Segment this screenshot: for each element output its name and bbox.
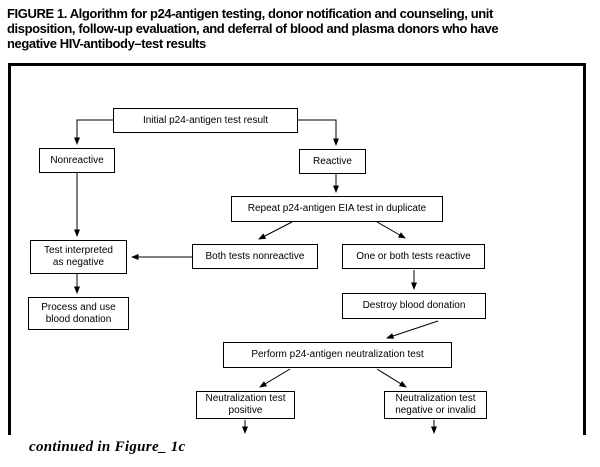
edge-perform-to-positive [259, 368, 291, 388]
edge-repeat-to-both-nonreactive [258, 221, 293, 240]
node-one-or-both-tests-reactive: One or both tests reactive [342, 244, 485, 269]
node-reactive: Reactive [299, 149, 366, 174]
continued-note: continued in Figure_ 1c [29, 439, 186, 455]
edge-repeat-to-one-or-both [376, 221, 406, 239]
node-perform-neutralization-test: Perform p24-antigen neutralization test [223, 342, 452, 368]
node-destroy-blood-donation: Destroy blood donation [342, 293, 486, 319]
node-both-tests-nonreactive: Both tests nonreactive [192, 244, 318, 269]
node-neutralization-test-negative: Neutralization test negative or invalid [384, 391, 487, 419]
node-initial-test-result: Initial p24-antigen test result [113, 108, 298, 133]
flowchart-frame [8, 63, 586, 435]
node-neutralization-test-positive: Neutralization test positive [196, 391, 295, 419]
edge-destroy-to-perform [386, 320, 439, 339]
edge-perform-to-negative [376, 368, 407, 388]
node-repeat-eia-duplicate: Repeat p24-antigen EIA test in duplicate [231, 196, 443, 222]
node-nonreactive: Nonreactive [39, 148, 115, 173]
figure-title: FIGURE 1. Algorithm for p24-antigen test… [7, 6, 499, 51]
edge-initial-to-nonreactive [74, 119, 113, 145]
node-process-use-blood-donation: Process and use blood donation [28, 297, 129, 330]
edge-initial-to-reactive [298, 119, 339, 146]
node-test-interpreted-negative: Test interpreted as negative [30, 240, 127, 274]
